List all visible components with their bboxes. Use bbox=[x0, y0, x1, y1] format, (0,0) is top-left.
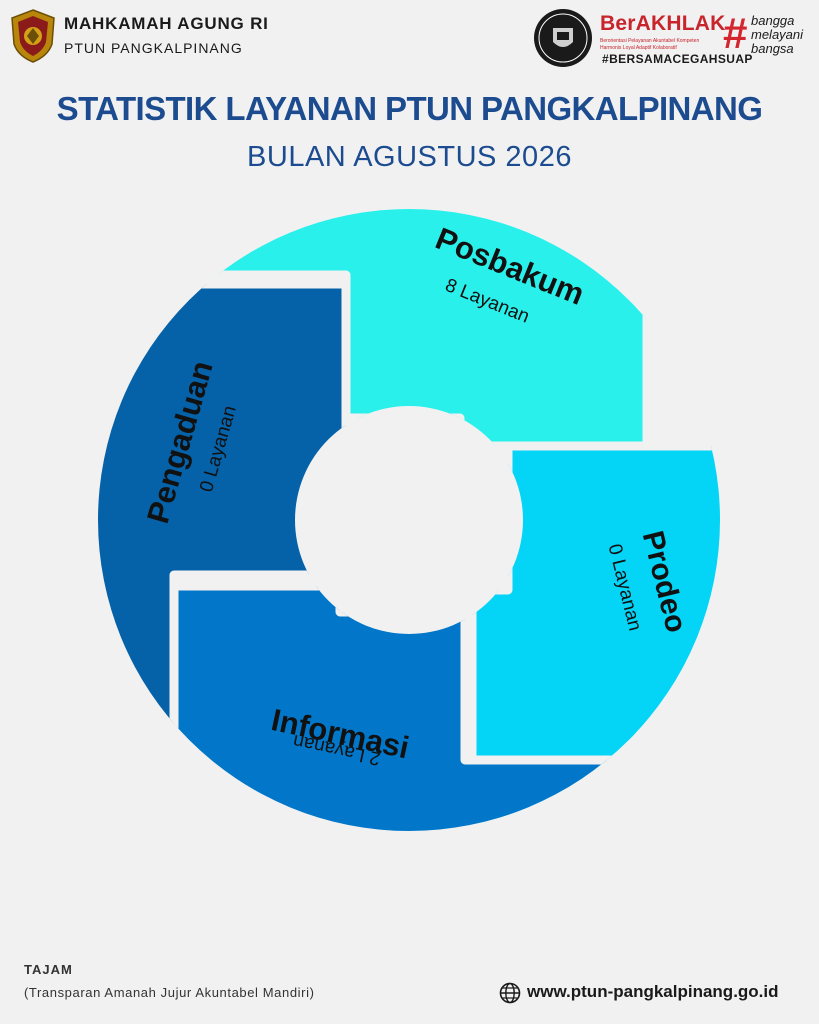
org-unit: PTUN PANGKALPINANG bbox=[64, 40, 243, 56]
page-subtitle: BULAN AGUSTUS 2026 bbox=[247, 141, 572, 173]
berakhlak-title: BerAKHLAK bbox=[600, 12, 726, 35]
footer-tajam-meaning: (Transparan Amanah Jujur Akuntabel Mandi… bbox=[24, 985, 315, 1000]
berakhlak-subtitle: Berorientasi Pelayanan Akuntabel Kompete… bbox=[600, 38, 700, 51]
hash-icon: # bbox=[723, 9, 748, 58]
zona-integritas-badge-icon bbox=[534, 9, 592, 67]
bangga-text: bangga melayani bangsa bbox=[751, 14, 803, 56]
org-name: MAHKAMAH AGUNG RI bbox=[64, 14, 269, 33]
bangga-line-2: melayani bbox=[751, 27, 804, 42]
hashtag-cegah-suap: #BERSAMACEGAHSUAP bbox=[602, 52, 753, 66]
globe-icon bbox=[499, 982, 521, 1004]
mahkamah-agung-emblem-icon bbox=[11, 9, 55, 63]
page-title: STATISTIK LAYANAN PTUN PANGKALPINANG bbox=[56, 90, 763, 127]
website-link[interactable]: www.ptun-pangkalpinang.go.id bbox=[527, 982, 779, 1001]
footer-tajam: TAJAM bbox=[24, 962, 73, 977]
bangga-line-1: bangga bbox=[751, 13, 795, 28]
bangga-line-3: bangsa bbox=[751, 41, 794, 56]
